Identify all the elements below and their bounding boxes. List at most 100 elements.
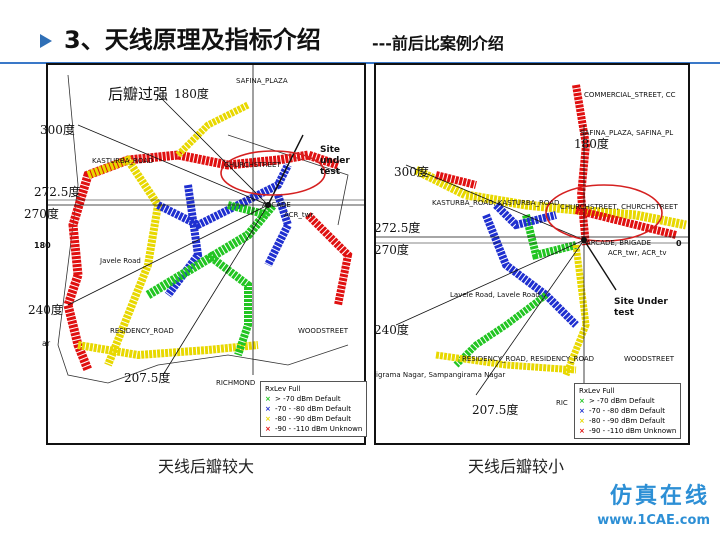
- street-label: RICHMOND: [216, 379, 256, 387]
- azimuth-line: [157, 94, 269, 206]
- drive-route-yellow: [562, 244, 590, 377]
- edge-label-0: 0: [676, 239, 682, 248]
- bullet-arrow-icon: [40, 34, 52, 48]
- signal-legend: RxLev Full ×> -70 dBm Default ×-70 - -80…: [260, 381, 368, 437]
- legend-item: ×-70 - -80 dBm Default: [265, 405, 351, 413]
- street-label: igrama Nagar, Sampangirama Nagar: [376, 371, 506, 379]
- drive-route-yellow: [175, 101, 250, 158]
- drive-route-green: [145, 202, 277, 299]
- street-label: KASTURBA_ROAD: [92, 157, 154, 165]
- drive-route-yellow: [86, 155, 163, 367]
- map-drawing-right: [376, 84, 688, 396]
- drive-route-green: [227, 201, 269, 219]
- site-pointer: [583, 239, 617, 291]
- drive-test-map-right: Site Under test 180度 300度 272.5度 270度 24…: [374, 63, 690, 445]
- street-label: WOODSTREET: [298, 327, 349, 335]
- street-label: SAFINA_PLAZA: [236, 77, 288, 85]
- map-drawing-left: [48, 65, 364, 384]
- azimuth-270: 270度: [24, 207, 59, 221]
- street-label: Lavele Road, Lavele Road: [450, 291, 540, 299]
- brand-logo: 仿真在线: [609, 483, 710, 509]
- backlobe-highlight: [545, 184, 663, 242]
- cross-icon: ×: [265, 425, 271, 433]
- title-bar: 3、天线原理及指标介绍 ---前后比案例介绍: [0, 0, 720, 64]
- legend-item: ×-70 - -80 dBm Default: [579, 407, 665, 415]
- drive-route-red: [572, 84, 591, 246]
- street-label: SAFINA_PLAZA, SAFINA_PL: [580, 129, 674, 137]
- drive-route-blue: [482, 213, 579, 328]
- azimuth-180: 180度: [574, 137, 609, 151]
- cross-icon: ×: [265, 405, 271, 413]
- azimuth-line: [162, 204, 269, 376]
- drive-route-yellow: [435, 351, 577, 374]
- drive-route-red: [575, 206, 677, 239]
- street-label: RIC: [556, 399, 568, 407]
- azimuth-line: [67, 204, 269, 306]
- cross-icon: ×: [579, 407, 585, 415]
- legend-item: ×> -70 dBm Default: [265, 395, 341, 403]
- drive-test-map-left: 后瓣过强 Site under test 180度 300度 272.5度 27…: [24, 63, 368, 445]
- drive-route-yellow: [413, 165, 687, 230]
- caption-left: 天线后瓣较大: [158, 457, 255, 476]
- cross-icon: ×: [579, 397, 585, 405]
- street-label: CHURCHSTREET, CHURCHSTREET: [560, 203, 678, 211]
- street-label: WOODSTREET: [624, 355, 675, 363]
- edge-label-180: 180: [34, 241, 51, 250]
- map-boundary: [227, 134, 349, 226]
- cross-icon: ×: [265, 395, 271, 403]
- street-label: ARCADE, BRIGADE: [586, 239, 651, 247]
- slide-title: 3、天线原理及指标介绍: [64, 26, 321, 54]
- backlobe-note: 后瓣过强: [108, 85, 169, 103]
- backlobe-highlight: [220, 150, 326, 196]
- azimuth-line: [395, 239, 585, 326]
- site-marker: [265, 202, 271, 208]
- azimuth-272-5: 272.5度: [374, 221, 421, 235]
- drive-route-red: [63, 273, 93, 372]
- street-label: CHURCHSTREET: [224, 161, 281, 169]
- drive-route-red: [68, 150, 340, 276]
- edge-label-ar: ar: [42, 339, 51, 348]
- legend-item: ×-80 - -90 dBm Default: [265, 415, 351, 423]
- slide-subtitle: ---前后比案例介绍: [372, 34, 504, 53]
- street-label: RESIDENCY_ROAD: [110, 327, 174, 335]
- azimuth-207-5: 207.5度: [124, 371, 171, 385]
- azimuth-272-5: 272.5度: [34, 185, 81, 199]
- drive-route-yellow: [77, 341, 259, 360]
- street-label: ACR_twr, ACR_tv: [608, 249, 667, 257]
- street-label: KASTURBA_ROAD, KASTURBA_ROAD: [432, 199, 560, 207]
- street-label: Javele Road: [100, 257, 141, 265]
- site-marker: [581, 237, 587, 243]
- legend-item: ×> -70 dBm Default: [579, 397, 655, 405]
- street-label: ACR_twr: [284, 211, 314, 219]
- azimuth-270: 270度: [374, 243, 409, 257]
- cross-icon: ×: [579, 417, 585, 425]
- azimuth-300: 300度: [40, 123, 75, 137]
- legend-item: ×-90 - -110 dBm Unknown: [265, 425, 363, 433]
- azimuth-180: 180度: [174, 87, 209, 101]
- street-label: COMMERCIAL_STREET, CC: [584, 91, 676, 99]
- cross-icon: ×: [265, 415, 271, 423]
- azimuth-240: 240度: [28, 303, 63, 317]
- legend-title: RxLev Full: [265, 385, 301, 393]
- azimuth-300: 300度: [394, 165, 429, 179]
- legend-title: RxLev Full: [579, 387, 615, 395]
- drive-route-green: [453, 292, 549, 368]
- drive-route-red: [305, 212, 353, 306]
- azimuth-240: 240度: [374, 323, 409, 337]
- brand-url: www.1CAE.com: [597, 513, 710, 528]
- azimuth-line: [77, 124, 269, 206]
- street-label: RESIDENCY_ROAD, RESIDENCY_ROAD: [462, 355, 595, 363]
- drive-route-green: [522, 214, 577, 260]
- cross-icon: ×: [579, 427, 585, 435]
- drive-route-blue: [493, 202, 557, 230]
- azimuth-line: [475, 239, 585, 396]
- legend-item: ×-80 - -90 dBm Default: [579, 417, 665, 425]
- caption-right: 天线后瓣较小: [468, 457, 565, 476]
- azimuth-207-5: 207.5度: [472, 403, 519, 417]
- map-boundary: [57, 74, 349, 384]
- drive-route-red: [435, 171, 477, 189]
- signal-legend: RxLev Full ×> -70 dBm Default ×-70 - -80…: [574, 383, 682, 439]
- site-pointer: [267, 134, 304, 206]
- street-label: ARCADE: [262, 201, 291, 209]
- site-label: Site under test: [320, 145, 350, 177]
